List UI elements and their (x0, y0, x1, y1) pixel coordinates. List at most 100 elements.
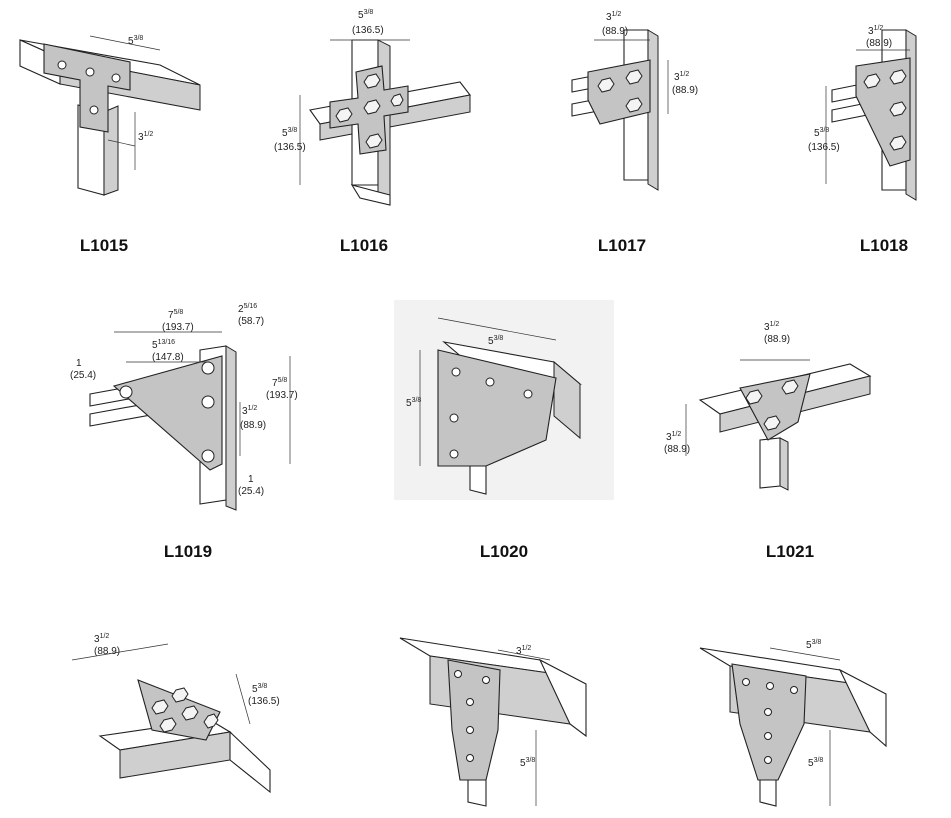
hole-icon (451, 367, 461, 377)
l1020-dim-width: 53/8 (488, 335, 503, 347)
l1019-dim-g: 1 (248, 474, 254, 485)
l1021-plate (739, 373, 811, 441)
hole-icon (523, 389, 533, 399)
l1019-dim-b: 25/16 (238, 303, 257, 315)
fitting-label: L1016 (339, 236, 389, 255)
bolt-icon (763, 415, 781, 431)
row3b-plate (447, 659, 501, 781)
hole-icon (482, 676, 490, 684)
l1021-dim-width-mm: (88.9) (764, 334, 790, 345)
hole-icon (201, 361, 215, 375)
l1019-dim-b-mm: (58.7) (238, 316, 264, 327)
l1019-dim-d-mm: (25.4) (70, 370, 96, 381)
l1020-dim-height: 53/8 (406, 397, 421, 409)
l1016-drawing: 53/8 (136.5) 53/8 (136.5) (274, 9, 471, 206)
row3c-dim-a: 53/8 (806, 639, 821, 651)
l1021-dim-height-mm: (88.9) (664, 444, 690, 455)
bolt-icon (203, 713, 219, 729)
l1017-plate (587, 59, 651, 125)
bolt-icon (745, 389, 763, 405)
l1015-dim-height: 31/2 (138, 131, 153, 143)
hole-icon (449, 413, 459, 423)
l1019-dim-f-mm: (88.9) (240, 420, 266, 431)
l1019-dim-c: 513/16 (152, 339, 175, 351)
fitting-l1017: 31/2 (88.9) 31/2 (88.9) L1017 (500, 0, 730, 270)
hole-icon (764, 708, 772, 716)
fitting-label: L1018 (859, 236, 909, 255)
fitting-label: L1015 (79, 236, 129, 255)
fitting-label: L1017 (597, 236, 647, 255)
row3c-dim-b: 53/8 (808, 757, 823, 769)
hole-icon (466, 754, 474, 762)
row3b-dim-b: 53/8 (520, 757, 535, 769)
row3a-dim-a: 31/2 (94, 633, 109, 645)
l1018-dim-height-mm: (136.5) (808, 142, 840, 153)
fitting-l1016: 53/8 (136.5) 53/8 (136.5) L1016 (240, 0, 490, 270)
l1017-dim-width: 31/2 (606, 11, 621, 23)
bolt-icon (159, 717, 177, 733)
hole-icon (466, 726, 474, 734)
l1019-dim-e-mm: (193.7) (266, 390, 298, 401)
bolt-icon (889, 135, 907, 151)
l1019-plate (112, 355, 223, 471)
fitting-label: L1019 (163, 542, 213, 561)
row3b-dim-a: 31/2 (516, 645, 531, 657)
l1017-dim-width-mm: (88.9) (602, 26, 628, 37)
l1017-dim-height-mm: (88.9) (672, 85, 698, 96)
fitting-l1020: 53/8 53/8 L1020 (390, 290, 620, 570)
fitting-label: L1020 (479, 542, 529, 561)
l1016-dim-height: 53/8 (282, 127, 297, 139)
bolt-icon (781, 379, 799, 395)
l1018-dim-height: 53/8 (814, 127, 829, 139)
l1020-drawing: 53/8 53/8 (394, 300, 614, 500)
l1021-dim-width: 31/2 (764, 321, 779, 333)
fitting-l1015: 53/8 31/2 L1015 (0, 0, 240, 270)
bolt-icon (365, 133, 383, 149)
l1017-dim-height: 31/2 (674, 71, 689, 83)
l1016-dim-width-mm: (136.5) (352, 25, 384, 36)
hole-icon (89, 105, 99, 115)
l1016-dim-width: 53/8 (358, 9, 373, 21)
l1019-dim-a: 75/8 (168, 309, 183, 321)
l1019-dim-e: 75/8 (272, 377, 287, 389)
fitting-row3b: 31/2 53/8 (390, 620, 620, 818)
fitting-l1019: 75/8 (193.7) 25/16 (58.7) 513/16 (147.8)… (60, 290, 320, 570)
hole-icon (466, 698, 474, 706)
bolt-icon (335, 107, 353, 123)
hole-icon (485, 377, 495, 387)
l1015-dim-width: 53/8 (128, 35, 143, 47)
row3a-plate (137, 679, 221, 741)
l1015-drawing: 53/8 31/2 (19, 35, 201, 196)
hole-icon (449, 449, 459, 459)
bolt-icon (363, 99, 381, 115)
l1021-dim-height: 31/2 (666, 431, 681, 443)
hole-icon (790, 686, 798, 694)
bolt-icon (889, 101, 907, 117)
l1018-dim-width: 31/2 (868, 25, 883, 37)
hole-icon (201, 449, 215, 463)
hole-icon (764, 756, 772, 764)
row3c-drawing: 53/8 53/8 (699, 639, 887, 807)
hole-icon (201, 395, 215, 409)
row3a-dim-b-mm: (136.5) (248, 696, 280, 707)
hole-icon (764, 732, 772, 740)
l1019-dim-g-mm: (25.4) (238, 486, 264, 497)
fitting-row3a: 31/2 (88.9) 53/8 (136.5) (60, 620, 320, 818)
l1017-drawing: 31/2 (88.9) 31/2 (88.9) (571, 11, 698, 191)
fitting-row3c: 53/8 53/8 (690, 620, 951, 818)
bolt-icon (181, 705, 199, 721)
bolt-icon (171, 687, 189, 703)
fitting-l1018: 31/2 (88.9) 53/8 (136.5) L1018 (760, 0, 951, 270)
l1019-dim-a-mm: (193.7) (162, 322, 194, 333)
fitting-label: L1021 (765, 542, 815, 561)
l1018-drawing: 31/2 (88.9) 53/8 (136.5) (808, 25, 917, 201)
hole-icon (119, 385, 133, 399)
hole-icon (454, 670, 462, 678)
l1020-plate (437, 349, 557, 467)
hole-icon (85, 67, 95, 77)
l1019-drawing: 75/8 (193.7) 25/16 (58.7) 513/16 (147.8)… (70, 303, 298, 511)
hole-icon (742, 678, 750, 686)
hole-icon (766, 682, 774, 690)
row3c-plate (731, 663, 807, 781)
row3a-dim-a-mm: (88.9) (94, 646, 120, 657)
